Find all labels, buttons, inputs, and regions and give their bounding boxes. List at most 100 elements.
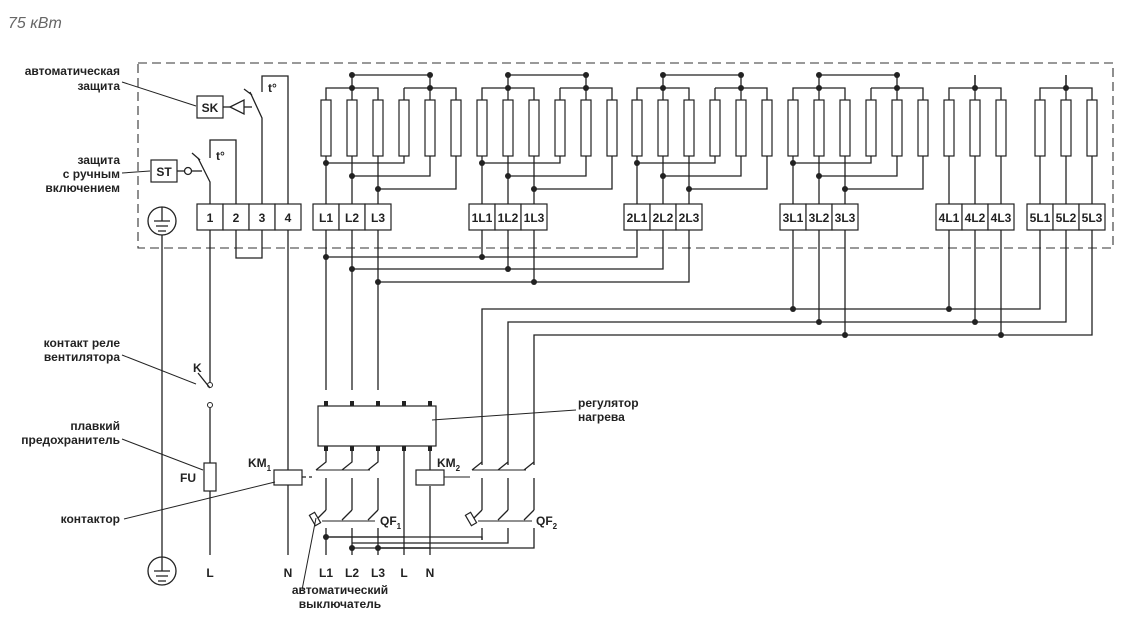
terminal-label: 5L1 xyxy=(1030,211,1051,225)
heating-element xyxy=(1034,99,1046,157)
wire xyxy=(637,156,716,164)
terminal-label: 3L2 xyxy=(809,211,830,225)
terminal-L2 xyxy=(338,203,366,231)
terminal-label: 5L2 xyxy=(1056,211,1077,225)
wire xyxy=(663,156,742,177)
ground-icon xyxy=(147,206,177,236)
junction-dot xyxy=(816,85,822,91)
qf1-label: QF1 xyxy=(380,514,402,531)
wire xyxy=(404,87,457,100)
km1-coil xyxy=(273,469,303,486)
junction-dot xyxy=(427,72,433,78)
wire xyxy=(560,87,613,100)
heating-element xyxy=(891,99,903,157)
k-label: K xyxy=(193,361,202,375)
terminal-label: 3L3 xyxy=(835,211,856,225)
supply-L2: L2 xyxy=(345,566,359,580)
junction-dot xyxy=(816,173,822,179)
regulator-pin xyxy=(402,446,406,451)
junction-dot xyxy=(894,72,900,78)
km2-coil xyxy=(415,469,445,486)
regulator-pin xyxy=(428,446,432,451)
regulator-pin xyxy=(402,401,406,406)
sk-label: SK xyxy=(202,101,219,115)
control-circuit: SK t° ST t° xyxy=(147,75,312,586)
junction-dot xyxy=(842,186,848,192)
wire xyxy=(507,230,1067,465)
st-temp-label: t° xyxy=(216,149,225,163)
terminal-label: 4L1 xyxy=(939,211,960,225)
junction-dot xyxy=(375,186,381,192)
regulator-pin xyxy=(350,446,354,451)
fan-relay-contact xyxy=(197,372,211,389)
junction-dot xyxy=(998,332,1004,338)
regulator-pin xyxy=(428,401,432,406)
junction-dot xyxy=(505,72,511,78)
regulator-pin xyxy=(324,401,328,406)
junction-dot xyxy=(816,72,822,78)
regulator-pin xyxy=(324,446,328,451)
junction-dot xyxy=(738,72,744,78)
terminal-strips: 1 2 3 4 L1 L2 L3 1L1 1L2 1L3 2L1 2L2 2L3… xyxy=(196,203,1106,231)
wire xyxy=(523,509,535,540)
wire xyxy=(326,230,638,258)
terminal-label: 1L2 xyxy=(498,211,519,225)
heating-element xyxy=(1086,99,1098,157)
diagram-title: 75 кВт xyxy=(8,15,62,32)
terminal-2L2 xyxy=(649,203,677,231)
junction-dot xyxy=(505,173,511,179)
st-label: ST xyxy=(156,165,172,179)
terminal-4 xyxy=(274,203,302,231)
terminal-label: 1L1 xyxy=(472,211,493,225)
heating-element xyxy=(657,99,669,157)
heating-element xyxy=(476,99,488,157)
junction-dot xyxy=(660,72,666,78)
junction-dot xyxy=(375,279,381,285)
heater-enclosure xyxy=(137,62,1114,249)
supply-L3: L3 xyxy=(371,566,385,580)
terminal-5L3 xyxy=(1078,203,1106,231)
regulator-pin xyxy=(350,401,354,406)
heating-element xyxy=(709,99,721,157)
wire xyxy=(534,156,613,190)
junction-dot xyxy=(946,306,952,312)
junction-dot xyxy=(894,85,900,91)
junction-dot xyxy=(790,160,796,166)
wire xyxy=(315,509,327,548)
heating-element xyxy=(372,99,384,157)
supply-N-regulator: N xyxy=(426,566,435,580)
terminal-1 xyxy=(196,203,224,231)
wire xyxy=(352,156,431,177)
terminal-label: 5L3 xyxy=(1082,211,1103,225)
junction-dot xyxy=(634,160,640,166)
junction-dot xyxy=(349,173,355,179)
sk-thermal-symbol xyxy=(228,98,245,116)
junction-dot xyxy=(816,319,822,325)
heating-element xyxy=(839,99,851,157)
st-reset-symbol xyxy=(183,166,193,176)
heating-element xyxy=(787,99,799,157)
heating-element xyxy=(761,99,773,157)
wire xyxy=(845,156,924,190)
terminal-label: 4L2 xyxy=(965,211,986,225)
junction-dot xyxy=(660,173,666,179)
heating-element xyxy=(865,99,877,157)
sk-temp-label: t° xyxy=(268,81,277,95)
terminal-5L2 xyxy=(1052,203,1080,231)
junction-dot xyxy=(505,85,511,91)
terminal-4L1 xyxy=(935,203,963,231)
heating-element xyxy=(554,99,566,157)
wire xyxy=(341,509,353,548)
heating-element xyxy=(683,99,695,157)
terminal-label: 2L3 xyxy=(679,211,700,225)
heating-element xyxy=(995,99,1007,157)
junction-dot xyxy=(349,545,355,551)
contactor-label: контактор xyxy=(61,512,120,526)
heating-element xyxy=(735,99,747,157)
